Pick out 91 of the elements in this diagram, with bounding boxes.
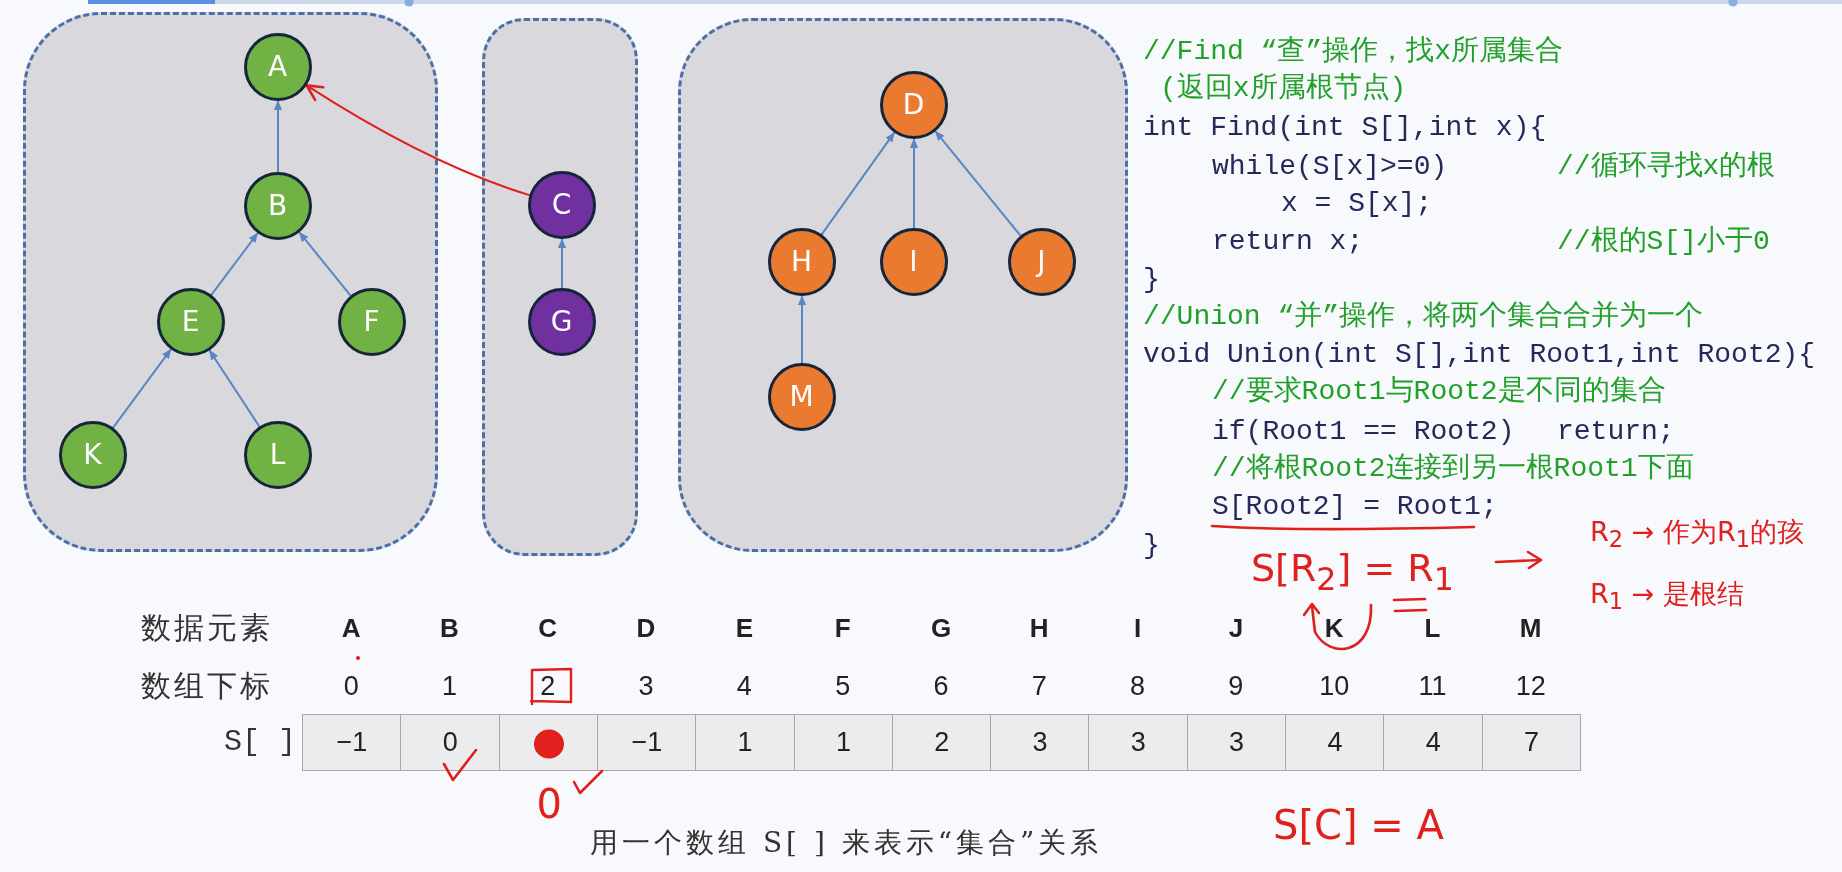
handwritten-note: R$_{2}$ → 作为R$_{1}$的孩 [1590,515,1804,554]
array-index: 4 [736,672,752,700]
row-label: S[ ] [224,724,296,760]
array-index: 9 [1228,672,1244,700]
code-comment: //循环寻找x的根 [1557,152,1776,182]
array-index: 5 [835,672,851,700]
code-line: } [1143,531,1160,561]
code-comment: //要求Root1与Root2是不同的集合 [1212,377,1666,407]
table-cell: 4 [1383,714,1484,771]
element-letter: K [1324,615,1344,641]
code-comment: //根的S[]小于0 [1557,227,1770,257]
array-index: 7 [1031,672,1047,700]
tree-node: D [879,70,948,139]
tree-node: C [527,170,596,239]
array-index: 12 [1515,672,1546,700]
array-index: 3 [638,672,654,700]
arrow [208,349,261,428]
handwritten-note: S[R$_{2}$] = R$_{1}$ [1251,546,1454,599]
element-letter: C [538,615,558,641]
tree-node: G [527,287,596,356]
code-line: } [1143,265,1160,295]
table-cell: 3 [990,714,1090,771]
table-cell: 2 [891,714,992,771]
code-line: x = S[x]; [1281,189,1433,219]
table-cell: 1 [695,714,795,771]
array-index: 2 [540,672,556,700]
row-label: 数组下标 [141,668,273,704]
element-letter: F [834,615,851,641]
code-comment: //将根Root2连接到另一根Root1下面 [1212,454,1694,484]
array-index: 1 [441,672,457,700]
dashed-frame [23,12,438,552]
arrow [820,131,896,236]
table-cell: 0 [400,714,501,771]
row-label: 数据元素 [141,610,273,646]
table-cell: 1 [793,714,894,771]
element-letter: H [1029,615,1049,641]
table-cell: 4 [1285,714,1385,771]
table-cell: −1 [302,714,402,771]
table-cell: −1 [596,714,697,771]
arrow [305,84,531,197]
arrow [557,238,567,289]
tree-node: M [767,362,836,431]
code-comment: (返回x所属根节点) [1160,74,1407,104]
code-line: if(Root1 == Root2) [1212,417,1515,447]
tree-node: A [243,32,312,101]
array-index: 11 [1418,672,1447,700]
arrow [298,231,352,297]
tree-node: J [1007,227,1076,296]
element-letter: L [1424,615,1441,641]
dashed-frame [678,18,1128,552]
tree-node: H [767,227,836,296]
element-letter: E [735,615,754,641]
handwritten-note: R$_{1}$ → 是根结 [1590,577,1744,616]
array-index: 0 [343,672,359,700]
element-letter: M [1519,615,1542,641]
code-line: int Find(int S[],int x){ [1143,113,1547,143]
element-letter: J [1228,615,1244,641]
code-line: return; [1557,417,1675,447]
table-cell: 3 [1088,714,1189,771]
caption: 用一个数组 S[ ] 来表示“集合”关系 [590,826,1103,860]
arrow [112,348,172,429]
arrow [909,138,919,229]
element-letter: I [1134,615,1142,641]
tree-node: K [58,420,127,489]
handwritten-note: 0 [536,781,562,827]
arrow [934,130,1022,237]
tree-node: F [337,287,406,356]
code-line: S[Root2] = Root1; [1212,492,1498,522]
element-letter: A [341,615,361,641]
code-comment: //Union “并”操作，将两个集合合并为一个 [1143,302,1704,332]
tree-node: B [243,171,312,240]
code-line: void Union(int S[],int Root1,int Root2){ [1143,340,1816,370]
arrow [273,100,283,173]
code-line: return x; [1212,227,1364,257]
arrow [797,295,807,364]
table-cell: 7 [1481,714,1582,771]
code-line: while(S[x]>=0) [1212,152,1448,182]
arrow [210,232,259,296]
handwritten-note: S[C] = A [1273,802,1444,848]
element-letter: G [930,615,952,641]
tree-node: E [156,287,225,356]
code-comment: //Find “查”操作，找x所属集合 [1143,37,1564,67]
table-cell: 3 [1186,714,1287,771]
element-letter: D [636,615,656,641]
array-index: 10 [1319,672,1350,700]
tree-node: I [879,227,948,296]
tree-node: L [243,420,312,489]
dashed-frame [482,18,638,556]
element-letter: B [439,615,459,641]
array-index: 8 [1130,672,1146,700]
array-index: 6 [933,672,949,700]
